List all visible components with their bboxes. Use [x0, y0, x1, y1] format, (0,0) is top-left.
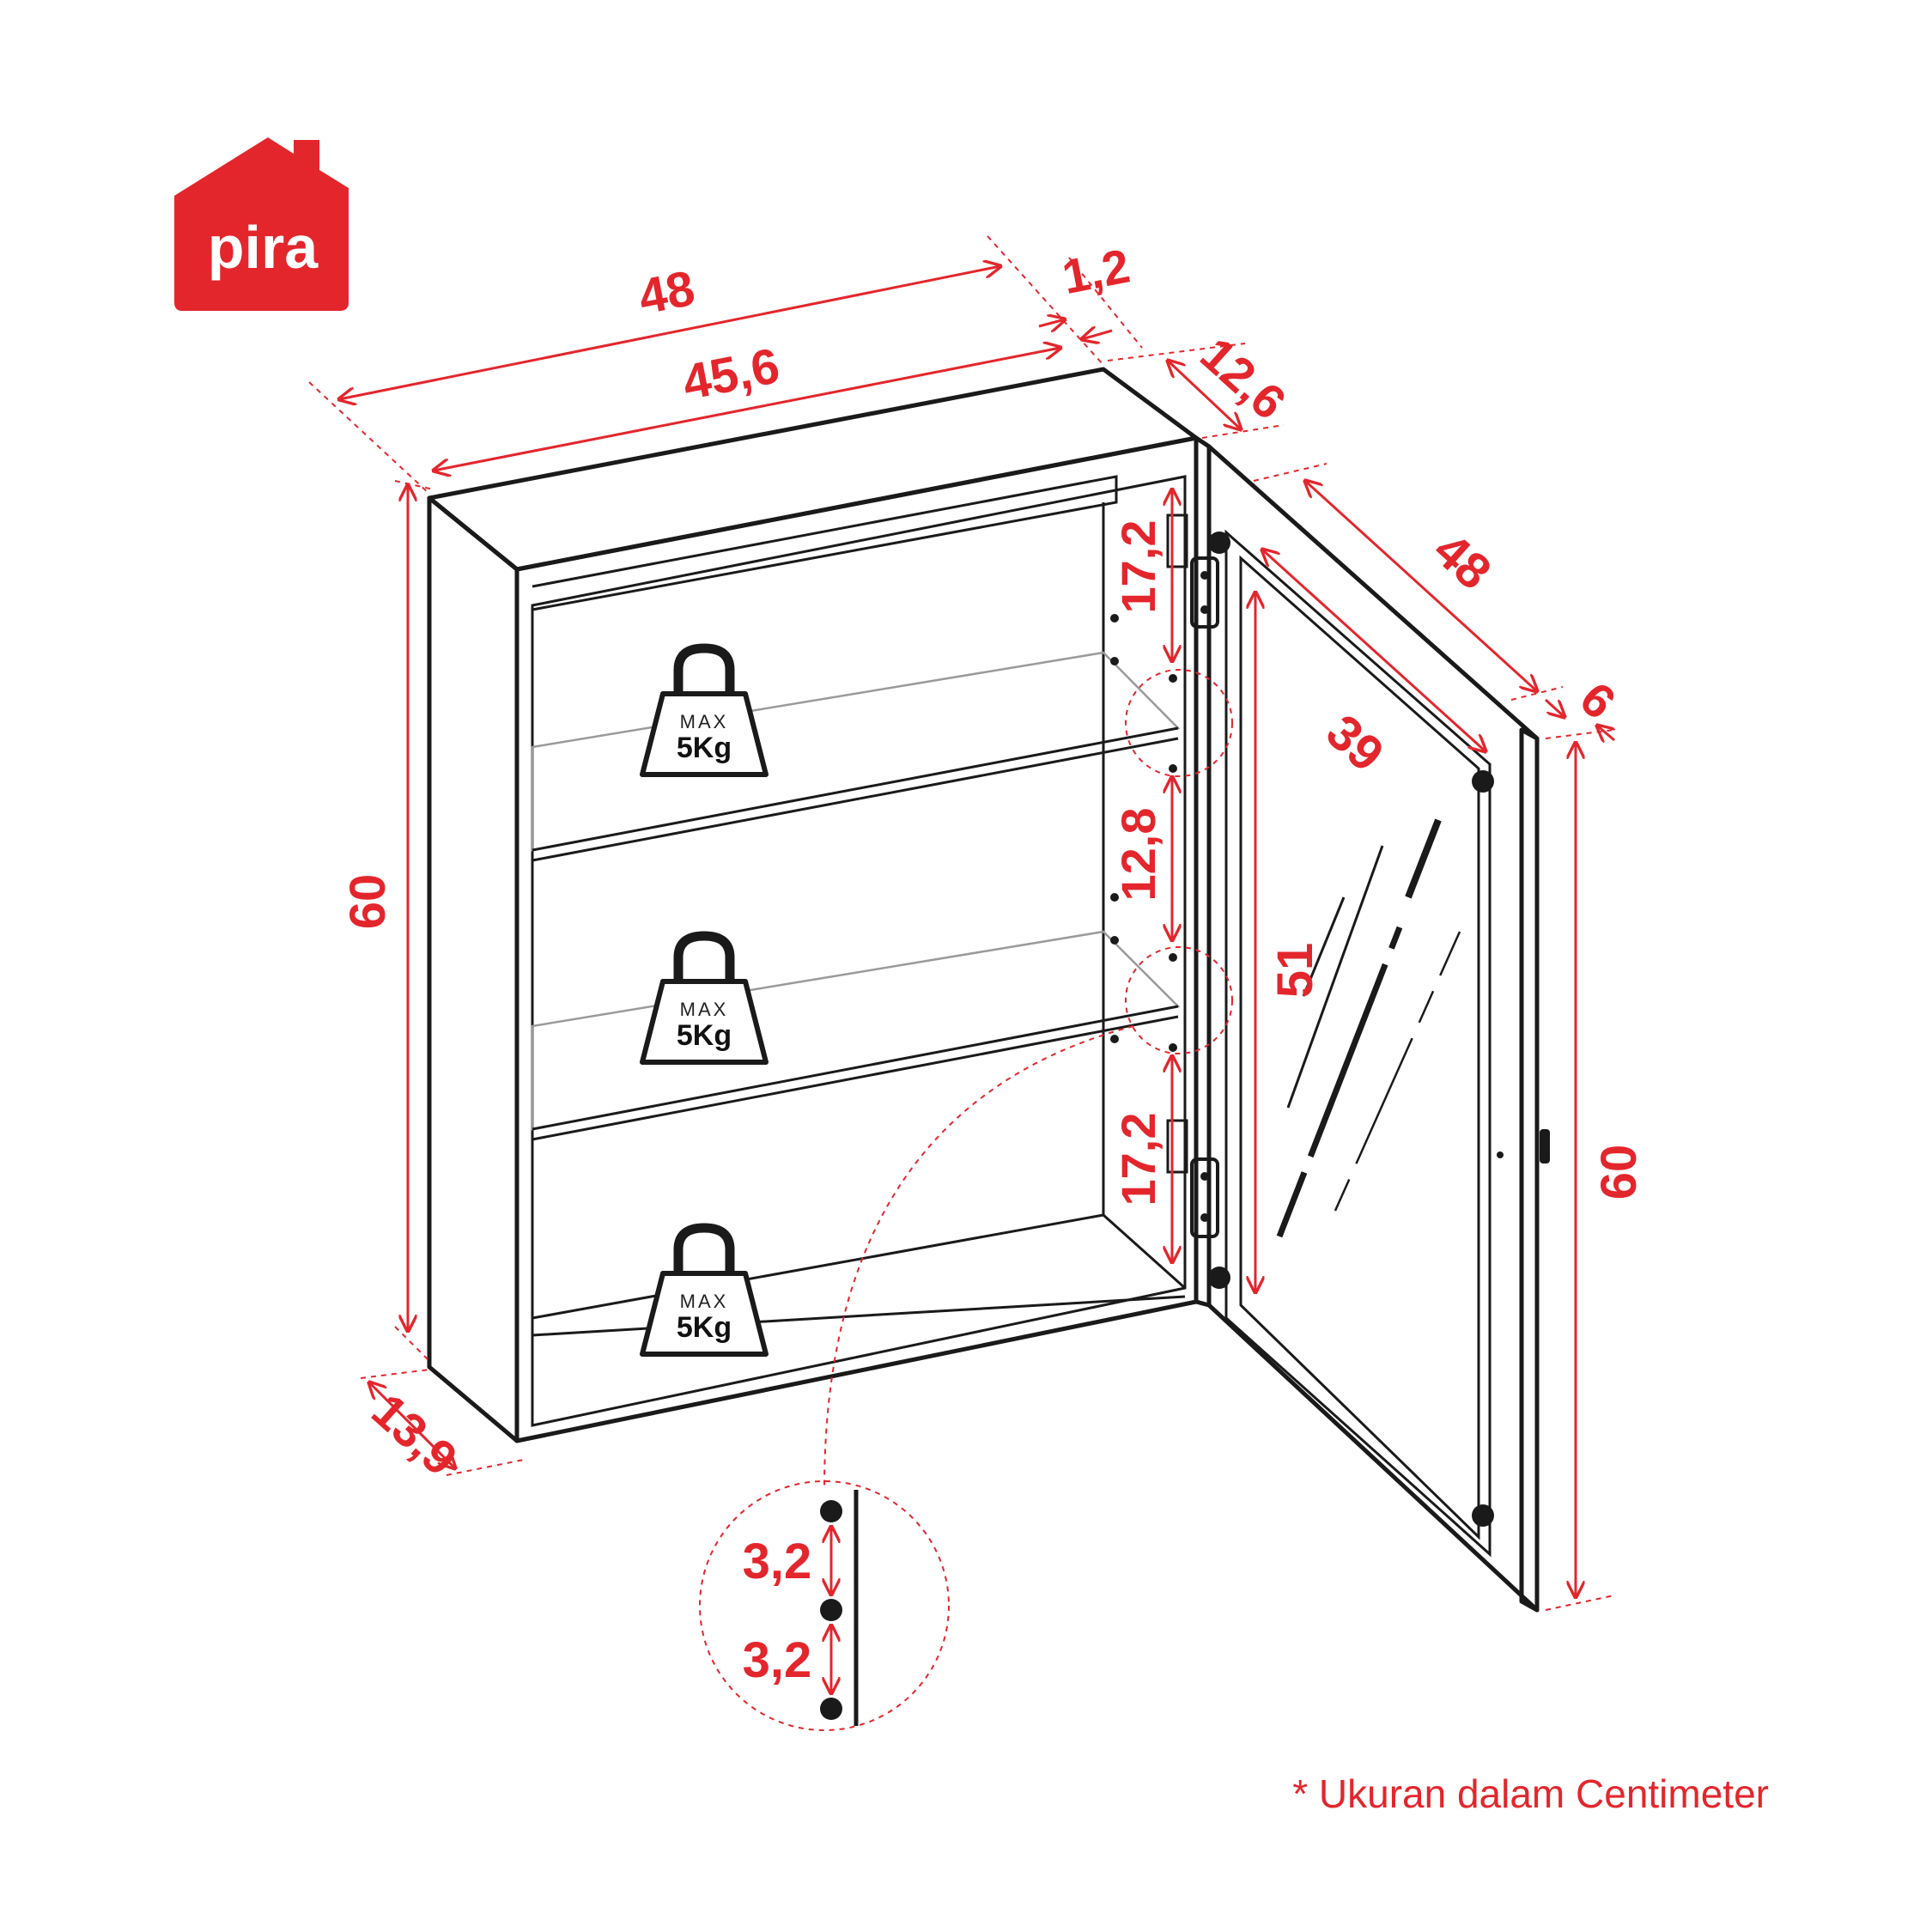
door-knob-icon	[1540, 1129, 1550, 1163]
peg-hole-icon	[820, 1698, 842, 1720]
door-mirror-inner	[1239, 555, 1480, 1540]
weight-badge-2: MAX 5Kg	[640, 931, 769, 1065]
dim-cabinet-outer-width: 48	[634, 260, 699, 325]
inner-top-band	[532, 475, 1118, 611]
peg-hole-icon	[1169, 674, 1177, 683]
dim-peg-spacing-1: 3,2	[743, 1534, 812, 1589]
units-footnote: * Ukuran dalam Centimeter	[1292, 1771, 1769, 1816]
door-mirror-outer	[1224, 529, 1492, 1558]
peg-hole-icon	[820, 1599, 842, 1621]
pira-logo: pira	[174, 137, 349, 311]
open-door	[1194, 435, 1550, 1613]
dim-door-thickness: 6	[1570, 671, 1625, 730]
peg-hole-icon	[1110, 936, 1119, 945]
peg-hole-icon	[1110, 614, 1119, 623]
weight-badge-1: MAX 5Kg	[640, 643, 769, 777]
dim-cabinet-height: 60	[340, 874, 396, 930]
bottom-shelf-front	[532, 1295, 1186, 1337]
dimension-labels: 48 45,6 1,2 12,6 60 13,9 17,2 12,8 17,2 …	[340, 239, 1647, 1688]
weight-badge-3: MAX 5Kg	[640, 1223, 769, 1357]
inner-opening	[531, 475, 1187, 1427]
peg-hole-icon	[1169, 764, 1177, 773]
dim-cabinet-inner-width: 45,6	[678, 337, 784, 410]
dimension-lines	[308, 235, 1614, 1731]
mirror-screw-icon	[1208, 532, 1230, 554]
weight-icon	[640, 931, 769, 1065]
glass-shelf-2	[531, 930, 1181, 1141]
dim-mirror-height: 51	[1267, 943, 1323, 999]
dim-peg-spacing-2: 3,2	[743, 1632, 812, 1688]
dim-shelf-spacing: 12,8	[1111, 808, 1165, 902]
dim-back-panel-thickness: 1,2	[1058, 239, 1133, 305]
peg-hole-icon	[1110, 893, 1119, 902]
cabinet-body	[427, 367, 1219, 1443]
peg-hole-icon	[820, 1500, 842, 1522]
weight-max-label: MAX	[680, 999, 729, 1020]
peg-holes	[1110, 614, 1177, 1052]
weight-max-label: MAX	[680, 711, 729, 732]
dim-cabinet-depth-top: 12,6	[1190, 327, 1296, 430]
peg-hole-icon	[1169, 953, 1177, 962]
mirror-screw-icon	[1208, 1267, 1230, 1289]
weight-icon	[640, 643, 769, 777]
door-side	[1519, 727, 1540, 1613]
dim-hinge-gap-top: 17,2	[1111, 520, 1165, 614]
dim-hinge-gap-bottom: 17,2	[1111, 1113, 1165, 1206]
left-side-panel	[427, 495, 519, 1443]
weight-load-label: 5Kg	[677, 1019, 732, 1052]
dim-mirror-width: 39	[1315, 704, 1394, 782]
peg-hole-icon	[1110, 657, 1119, 665]
mirror-screw-icon	[1472, 1504, 1494, 1527]
peg-hole-icon	[1110, 1035, 1119, 1043]
weight-load-label: 5Kg	[677, 732, 732, 764]
weight-load-label: 5Kg	[677, 1311, 732, 1344]
top-panel	[427, 367, 1199, 572]
peg-hole-icon	[1169, 1043, 1177, 1052]
glass-shelf-1	[531, 651, 1181, 862]
mirror-screw-icon	[1472, 770, 1494, 793]
mirror-reflection	[1276, 818, 1461, 1238]
dim-cabinet-depth-bottom: 13,9	[361, 1383, 467, 1486]
weight-max-label: MAX	[680, 1291, 729, 1312]
weight-icon	[640, 1223, 769, 1357]
dim-door-width: 48	[1423, 522, 1501, 600]
house-logo-icon	[174, 137, 349, 311]
dim-door-height: 60	[1591, 1145, 1647, 1200]
brand-name: pira	[208, 214, 319, 281]
